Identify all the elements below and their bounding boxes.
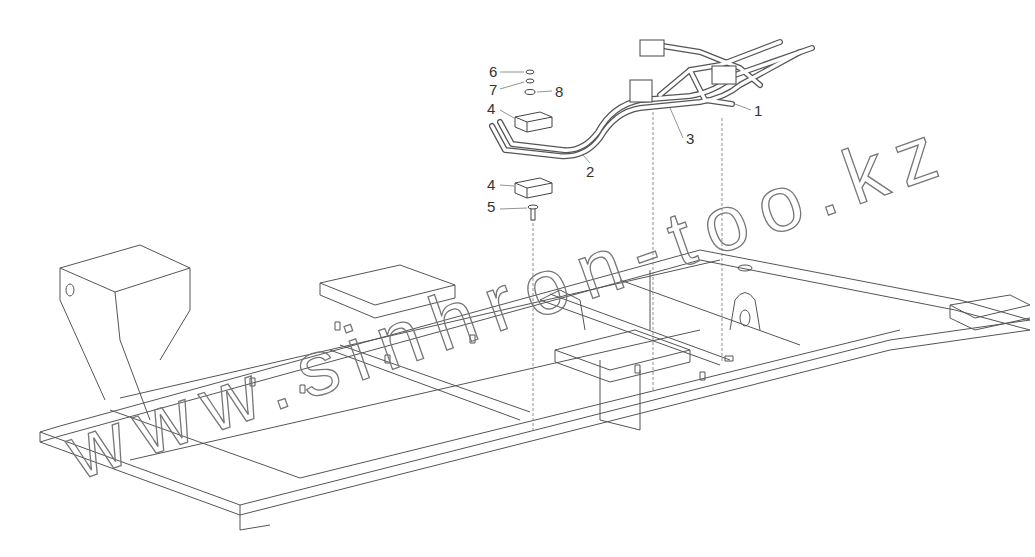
callout-number: 5: [487, 199, 495, 214]
callout-number: 1: [754, 103, 762, 118]
callout-number: 6: [489, 64, 497, 79]
callout-number: 3: [686, 131, 694, 146]
callout-number: 2: [586, 164, 594, 179]
watermark: www.sinhron-too.kz: [57, 108, 960, 492]
callout-number: 7: [489, 82, 497, 97]
callout-number: 4: [487, 101, 495, 116]
callout-number: 4: [487, 177, 495, 192]
callout-number: 8: [555, 84, 563, 99]
